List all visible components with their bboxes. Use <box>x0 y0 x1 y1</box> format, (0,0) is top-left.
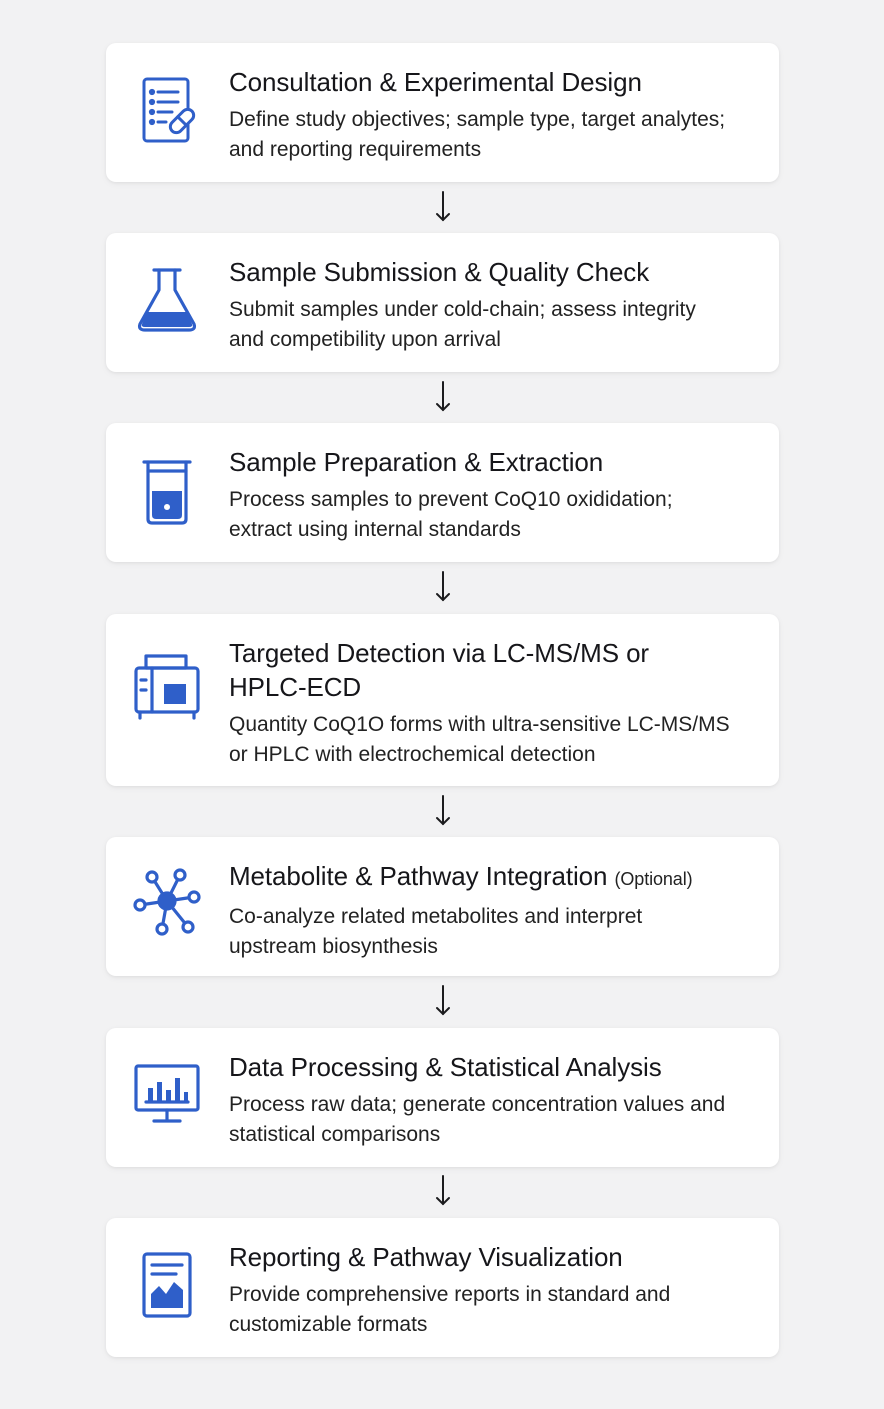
step-description: Quantity CoQ1O forms with ultra-sensitiv… <box>229 713 730 766</box>
step-card-targeted-detection: Targeted Detection via LC-MS/MS or HPLC-… <box>106 614 779 786</box>
down-arrow-icon <box>432 982 454 1018</box>
checklist-icon <box>132 75 202 145</box>
step-description: Process samples to prevent CoQ10 oxidida… <box>229 488 673 541</box>
step-description: Define study objectives; sample type, ta… <box>229 108 726 161</box>
step-title: Reporting & Pathway Visualization <box>229 1242 623 1272</box>
step-title: Data Processing & Statistical Analysis <box>229 1052 662 1082</box>
optional-label: (Optional) <box>614 869 693 889</box>
step-description: Provide comprehensive reports in standar… <box>229 1283 671 1336</box>
flask-icon <box>132 266 202 336</box>
down-arrow-icon <box>432 378 454 414</box>
step-card-sample-preparation: Sample Preparation & Extraction Process … <box>106 423 779 562</box>
step-title: Metabolite & Pathway Integration (Option… <box>229 861 693 891</box>
monitor-chart-icon <box>132 1060 202 1130</box>
step-card-sample-submission: Sample Submission & Quality Check Submit… <box>106 233 779 372</box>
step-card-consultation: Consultation & Experimental Design Defin… <box>106 43 779 182</box>
down-arrow-icon <box>432 188 454 224</box>
network-icon <box>132 867 202 937</box>
down-arrow-icon <box>432 1172 454 1208</box>
step-card-data-processing: Data Processing & Statistical Analysis P… <box>106 1028 779 1167</box>
step-description: Submit samples under cold-chain; assess … <box>229 298 696 351</box>
step-card-metabolite-integration: Metabolite & Pathway Integration (Option… <box>106 837 779 976</box>
step-title: Targeted Detection via LC-MS/MS or HPLC-… <box>229 638 649 702</box>
beaker-icon <box>132 457 202 527</box>
step-description: Process raw data; generate concentration… <box>229 1093 726 1146</box>
step-description: Co-analyze related metabolites and inter… <box>229 905 643 958</box>
report-icon <box>132 1250 202 1320</box>
step-title: Sample Submission & Quality Check <box>229 257 650 287</box>
step-title: Sample Preparation & Extraction <box>229 447 604 477</box>
down-arrow-icon <box>432 792 454 828</box>
step-card-reporting: Reporting & Pathway Visualization Provid… <box>106 1218 779 1357</box>
instrument-icon <box>132 652 202 722</box>
down-arrow-icon <box>432 568 454 604</box>
step-title: Consultation & Experimental Design <box>229 67 642 97</box>
